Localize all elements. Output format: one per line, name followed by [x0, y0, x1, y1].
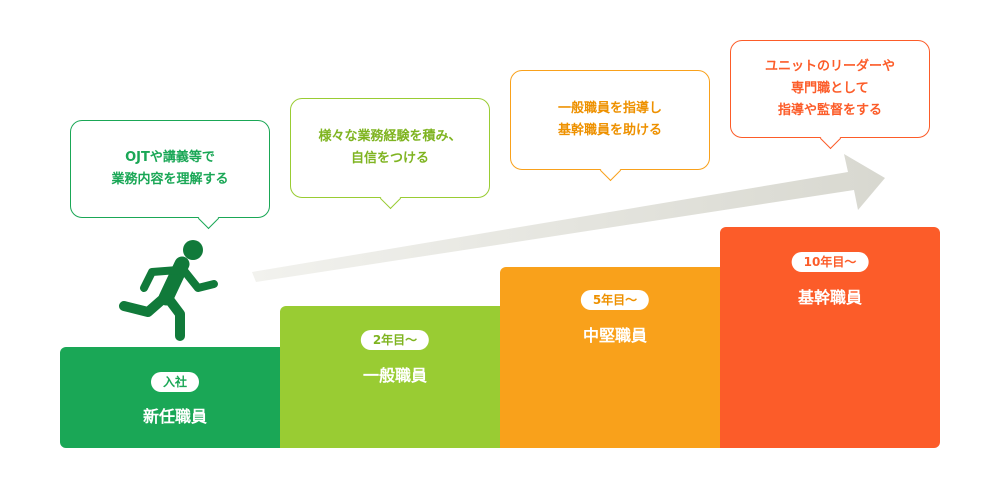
step-badge: 10年目～ [791, 252, 869, 272]
step-mid-level-staff: 5年目～ 中堅職員 [500, 267, 730, 448]
bubble-text: OJTや講義等で 業務内容を理解する [111, 150, 229, 187]
bubble-text: ユニットのリーダーや 専門職として 指導や監督をする [764, 59, 895, 118]
step-title: 基幹職員 [797, 288, 862, 307]
bubble-text: 一般職員を指導し 基幹職員を助ける [557, 101, 662, 138]
step-title: 一般職員 [362, 366, 427, 385]
step-title: 中堅職員 [582, 326, 647, 345]
running-person-icon [119, 240, 218, 341]
speech-bubble-general-staff: 様々な業務経験を積み、 自信をつける [290, 98, 490, 210]
step-badge: 5年目～ [580, 290, 650, 310]
speech-bubble-new-staff: OJTや講義等で 業務内容を理解する [70, 120, 270, 230]
step-new-staff: 入社 新任職員 [60, 347, 290, 448]
step-title: 新任職員 [142, 407, 207, 426]
bubble-text: 様々な業務経験を積み、 自信をつける [318, 129, 462, 166]
step-general-staff: 2年目～ 一般職員 [280, 306, 510, 448]
step-badge: 2年目～ [360, 330, 430, 350]
step-core-staff: 10年目～ 基幹職員 [720, 227, 940, 448]
speech-bubble-core-staff: ユニットのリーダーや 専門職として 指導や監督をする [730, 40, 930, 150]
step-badge: 入社 [150, 372, 200, 392]
speech-bubble-mid-level-staff: 一般職員を指導し 基幹職員を助ける [510, 70, 710, 182]
